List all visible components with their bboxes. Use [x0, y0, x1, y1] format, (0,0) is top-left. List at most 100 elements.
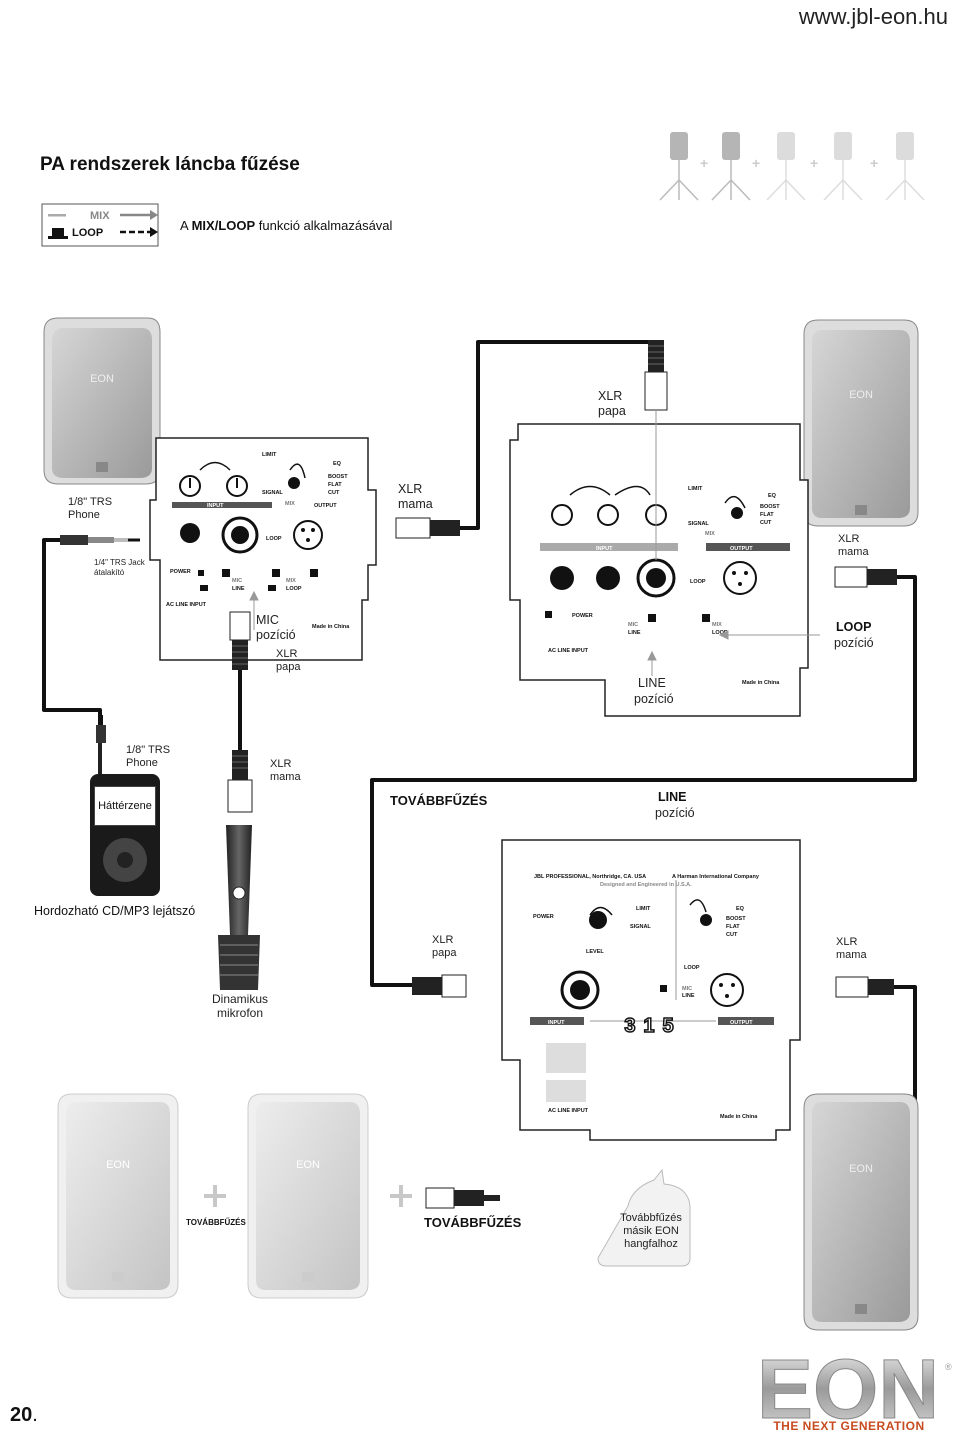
label-loop-pos-2: pozíció: [834, 636, 874, 650]
p3-eq: EQ: [736, 906, 745, 912]
eon-tagline: THE NEXT GENERATION: [773, 1419, 924, 1433]
label-trs-phone-top: 1/8" TRS Phone: [68, 496, 113, 521]
plus-signs: [204, 1185, 412, 1207]
p1-mix: MIX: [285, 501, 295, 507]
label-player: Hordozható CD/MP3 lejátszó: [34, 904, 196, 918]
eon-logo-text: EON: [757, 1342, 939, 1435]
p1-line: LINE: [232, 586, 245, 592]
p2-loop: LOOP: [690, 579, 706, 585]
label-line-pos-1: LINE: [638, 676, 666, 690]
p2-mix: MIX: [705, 531, 715, 537]
label-xlr-papa-top: XLR papa: [598, 389, 626, 418]
label-line-pos-2: pozíció: [634, 692, 674, 706]
label-mic: Dinamikus mikrofon: [211, 992, 268, 1020]
p2-made-in-china: Made in China: [742, 680, 780, 686]
svg-text:+: +: [700, 155, 708, 171]
label-jack-adapter: 1/4" TRS Jack átalakító: [94, 558, 145, 577]
p3-level: LEVEL: [586, 949, 604, 955]
xlr-plug-chain: [425, 1187, 500, 1209]
xlr-mama-bottom-plug: [835, 976, 894, 998]
p1-flat: FLAT: [328, 482, 342, 488]
label-xlr-mama-bottom: XLR mama: [836, 936, 867, 961]
label-xlr-mama-mic: XLR mama: [270, 758, 301, 783]
rear-panel-3: [501, 839, 801, 1141]
speaker-top-right: EON: [803, 319, 919, 527]
p3-designed: Designed and Engineered in U.S.A.: [600, 882, 692, 888]
p2-flat: FLAT: [760, 512, 774, 518]
p1-power: POWER: [170, 569, 191, 575]
mix-loop-legend: [41, 203, 159, 247]
p3-power: POWER: [533, 914, 554, 920]
subtitle-prefix: A: [180, 218, 192, 233]
chain-note-bubble: [597, 1168, 691, 1267]
p2-loop2: LOOP: [712, 630, 728, 636]
label-xlr-papa-mid: XLR papa: [276, 648, 301, 673]
speaker-stand-icons: ++++: [659, 132, 925, 201]
p1-loop2: LOOP: [286, 586, 302, 592]
p1-mic: MIC: [232, 578, 242, 584]
p3-limit: LIMIT: [636, 906, 651, 912]
page-title: PA rendszerek láncba fűzése: [40, 154, 300, 175]
speaker-brand-5: EON: [849, 1163, 873, 1175]
p1-ac-input: AC LINE INPUT: [166, 602, 207, 608]
xlr-mama-mic-plug: [227, 750, 253, 813]
svg-text:+: +: [870, 155, 878, 171]
page-number-value: 20: [10, 1404, 33, 1426]
p3-ac-input: AC LINE INPUT: [548, 1108, 589, 1114]
label-trs-phone-bottom: 1/8" TRS Phone: [126, 744, 171, 769]
p2-cut: CUT: [760, 520, 772, 526]
speaker-bottom-2: EON: [247, 1093, 369, 1299]
svg-text:+: +: [810, 155, 818, 171]
p2-input: INPUT: [596, 546, 613, 552]
p2-limit: LIMIT: [688, 486, 703, 492]
label-chain-note: Továbbfűzés másik EON hangfalhoz: [620, 1212, 682, 1250]
xlr-mama-top-plug: [395, 517, 460, 539]
p3-output: OUTPUT: [730, 1020, 753, 1026]
p1-cut: CUT: [328, 490, 340, 496]
p1-boost: BOOST: [328, 474, 348, 480]
eon-logo-reg: ®: [945, 1362, 952, 1372]
p3-model: 315: [624, 1015, 681, 1037]
label-line-pos-b1: LINE: [658, 790, 687, 804]
p3-made-in-china: Made in China: [720, 1114, 758, 1120]
label-tovabbfuzes-bottom: TOVÁBBFŰZÉS: [424, 1215, 522, 1230]
p3-jbl: JBL PROFESSIONAL, Northridge, CA. USA: [534, 874, 646, 880]
label-line-pos-b2: pozíció: [655, 806, 695, 820]
speaker-brand-4: EON: [296, 1159, 320, 1171]
speaker-brand-1: EON: [90, 373, 114, 385]
p2-boost: BOOST: [760, 504, 780, 510]
p1-mix2: MIX: [286, 578, 296, 584]
p2-output: OUTPUT: [730, 546, 753, 552]
mp3-jack: [96, 715, 106, 743]
xlr-mama-right-plug: [834, 566, 897, 588]
p3-input: INPUT: [548, 1020, 565, 1026]
legend-loop: LOOP: [72, 227, 103, 239]
xlr-papa-mic-plug: [229, 611, 251, 670]
speaker-bottom-1: EON: [57, 1093, 179, 1299]
p1-signal: SIGNAL: [262, 490, 283, 496]
legend-mix: MIX: [90, 210, 110, 222]
p1-output: OUTPUT: [314, 503, 337, 509]
jack-adapter-top: [60, 535, 140, 545]
p2-mic: MIC: [628, 622, 638, 628]
label-xlr-mama-top: XLR mama: [398, 482, 433, 511]
label-mic-pos: MIC pozíció: [256, 613, 296, 642]
p3-cut: CUT: [726, 932, 738, 938]
speaker-top-left: EON: [43, 317, 161, 485]
speaker-bottom-3: EON: [803, 1093, 919, 1331]
xlr-papa-bottom-plug: [412, 974, 467, 998]
eon-brand-logo: EON ®: [756, 1342, 952, 1435]
label-xlr-mama-right: XLR mama: [838, 533, 869, 558]
p3-loop: LOOP: [684, 965, 700, 971]
speaker-brand-3: EON: [106, 1159, 130, 1171]
label-xlr-papa-bottom: XLR papa: [432, 934, 457, 959]
microphone: [218, 825, 260, 990]
p2-ac-input: AC LINE INPUT: [548, 648, 589, 654]
label-tovabbfuzes-small: TOVÁBBFŰZÉS: [186, 1218, 246, 1227]
position-arrows: [249, 590, 820, 676]
p3-harman: A Harman International Company: [672, 874, 760, 880]
xlr-papa-top-plug: [644, 340, 668, 560]
p2-line: LINE: [628, 630, 641, 636]
speaker-brand-2: EON: [849, 389, 873, 401]
